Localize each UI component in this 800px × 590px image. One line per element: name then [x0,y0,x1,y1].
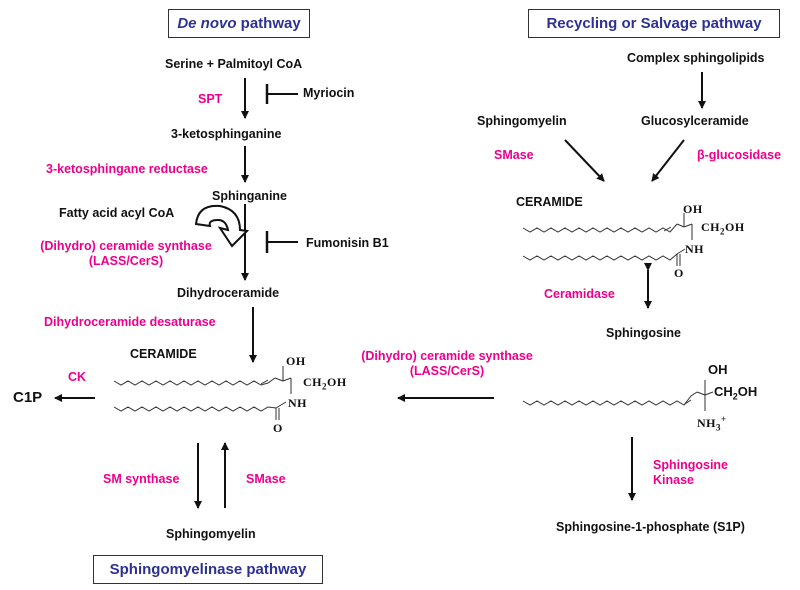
glucosidase-enzyme: β-glucosidase [697,148,782,162]
sphingosine-oh: OH [708,362,728,377]
ck-enzyme: CK [68,370,87,384]
arrow-sphingomyelin-to-ceramide [564,139,605,182]
ceramide-synthase-line1: (Dihydro) ceramide synthase [40,239,212,253]
sphingosine-nh3: NH3+ [697,414,727,433]
de-novo-pathway-box: De novo pathway [168,9,310,38]
sphingosine-ch2oh: CH2OH [714,384,758,402]
sphinganine-label: Sphinganine [212,189,287,203]
salvage-synthase-line1: (Dihydro) ceramide synthase [361,349,533,363]
sm-synthase-enzyme: SM synthase [103,472,180,486]
salvage-ceramide-synthase-enzyme: (Dihydro) ceramide synthase (LASS/CerS) [340,349,554,379]
ceramide-label-denovo: CERAMIDE [130,347,197,361]
ceramide-oh-denovo: OH [286,354,306,368]
sphingosine-label: Sphingosine [606,326,681,340]
sphingomyelinase-pathway-box: Sphingomyelinase pathway [93,555,323,584]
kinase-line2: Kinase [653,473,694,487]
fumonisin-inhibitor [265,231,298,253]
desaturase-enzyme: Dihydroceramide desaturase [44,315,216,329]
salvage-synthase-line2: (LASS/CerS) [409,364,485,378]
sphingosine-kinase-enzyme: Sphingosine Kinase [653,458,728,488]
myriocin-label: Myriocin [303,86,355,100]
ceramide-synthase-enzyme: (Dihydro) ceramide synthase (LASS/CerS) [14,239,238,269]
s1p-label: Sphingosine-1-phosphate (S1P) [556,520,745,534]
sphingomyelin-salvage: Sphingomyelin [477,114,567,128]
ceramide-oh-salvage: OH [683,202,703,216]
arrow-glucosylceramide-to-ceramide [651,139,685,182]
ceramide-structure-salvage [522,213,693,266]
ceramidase-enzyme: Ceramidase [544,287,615,301]
sphingomyelin-bottom: Sphingomyelin [166,527,256,541]
ceramide-nh-denovo: NH [288,396,307,410]
serine-palmitoyl-coa: Serine + Palmitoyl CoA [165,57,303,71]
dihydroceramide-label: Dihydroceramide [177,286,280,300]
ceramide-ch2oh-salvage: CH2OH [701,220,745,237]
ceramide-synthase-line2: (LASS/CerS) [88,254,164,268]
fatty-acid-label: Fatty acid acyl CoA [59,206,175,220]
fatty-acid-curved-arrow [194,204,250,248]
glucosylceramide-label: Glucosylceramide [641,114,749,128]
complex-sphingolipids: Complex sphingolipids [627,51,765,65]
smase-enzyme-denovo: SMase [246,472,286,486]
spt-enzyme: SPT [198,92,223,106]
ketosphinganine-label: 3-ketosphinganine [171,127,282,141]
sphingosine-structure [522,380,714,411]
ceramide-o-denovo: O [273,421,283,435]
ceramide-label-salvage: CERAMIDE [516,195,583,209]
pathway-suffix: pathway [236,15,301,32]
ceramide-o-salvage: O [674,266,684,280]
fumonisin-label: Fumonisin B1 [306,236,389,250]
kinase-line1: Sphingosine [653,458,728,472]
ceramide-structure-denovo [113,366,292,420]
myriocin-inhibitor [265,84,298,104]
ceramide-ch2oh-denovo: CH2OH [303,375,347,392]
smase-enzyme-salvage: SMase [494,148,534,162]
salvage-pathway-box: Recycling or Salvage pathway [528,9,780,38]
c1p-label: C1P [13,389,43,406]
ceramide-nh-salvage: NH [685,242,704,256]
reductase-enzyme: 3-ketosphingane reductase [46,162,208,176]
de-novo-label: De novo [177,15,237,32]
